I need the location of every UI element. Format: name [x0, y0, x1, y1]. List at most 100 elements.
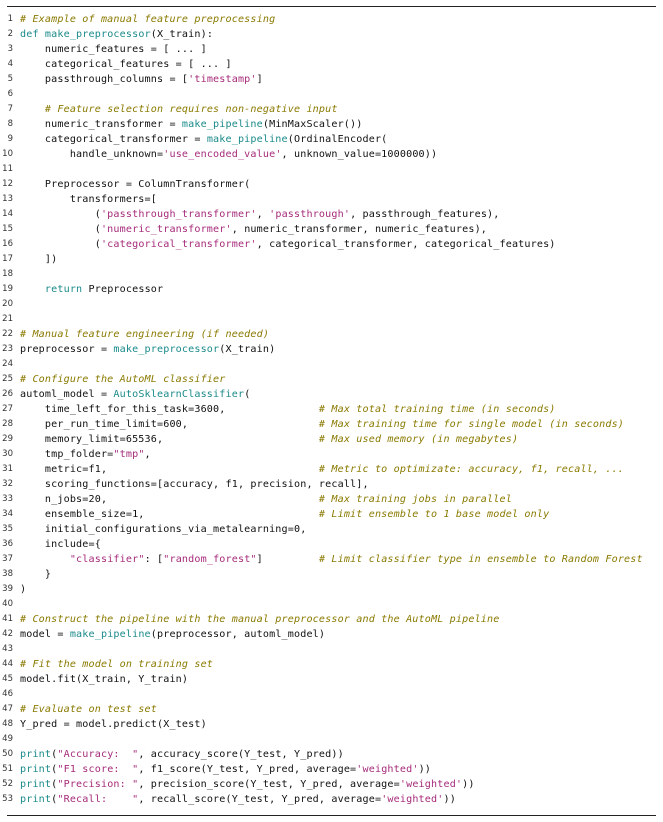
code-text: ('passthrough_transformer', 'passthrough… — [20, 207, 500, 222]
code-text: ('categorical_transformer', categorical_… — [20, 237, 556, 252]
code-token-plain: , numeric_transformer, numeric_features)… — [231, 224, 488, 235]
line-number: 49 — [2, 734, 13, 744]
code-token-plain: Y_pred = model.predict(X_test) — [20, 719, 207, 730]
line-number: 9 — [7, 134, 13, 144]
code-token-func: make_preprocessor — [44, 29, 151, 40]
line-number: 27 — [2, 404, 13, 414]
line-number: 30 — [2, 449, 13, 459]
code-token-comment: # Fit the model on training set — [20, 659, 214, 670]
line-number: 41 — [2, 614, 13, 624]
code-line: 12 Preprocessor = ColumnTransformer( — [0, 177, 663, 192]
code-token-plain: ] — [256, 74, 263, 85]
code-token-plain: numeric_transformer = — [20, 119, 182, 130]
code-text: tmp_folder="tmp", — [20, 447, 151, 462]
code-token-plain: (X_train) — [219, 344, 276, 355]
code-text: numeric_features = [ ... ] — [20, 42, 207, 57]
line-number: 31 — [2, 464, 13, 474]
code-token-plain: scoring_functions=[accuracy, f1, precisi… — [20, 479, 369, 490]
code-token-plain: tmp_folder= — [20, 449, 114, 460]
code-text: memory_limit=65536, # Max used memory (i… — [20, 432, 518, 447]
line-number: 14 — [2, 209, 13, 219]
line-number: 48 — [2, 719, 13, 729]
code-token-plain: , recall_score(Y_test, Y_pred, average= — [138, 794, 382, 805]
code-token-plain: initial_configurations_via_metalearning=… — [20, 524, 307, 535]
code-token-plain: transformers=[ — [20, 194, 157, 205]
code-text: ('numeric_transformer', numeric_transfor… — [20, 222, 487, 237]
code-line: 20 — [0, 297, 663, 312]
code-token-plain — [20, 554, 70, 565]
code-token-plain: ( — [20, 224, 101, 235]
code-token-plain: categorical_transformer = — [20, 134, 207, 145]
code-line: 4 categorical_features = [ ... ] — [0, 57, 663, 72]
line-number: 5 — [7, 74, 13, 84]
line-number: 29 — [2, 434, 13, 444]
code-line: 19 return Preprocessor — [0, 282, 663, 297]
code-token-comment: # Manual feature engineering (if needed) — [20, 329, 270, 340]
code-token-plain: , — [144, 449, 151, 460]
line-number: 6 — [7, 89, 13, 99]
code-line: 28 per_run_time_limit=600, # Max trainin… — [0, 417, 663, 432]
line-number: 44 — [2, 659, 13, 669]
code-line: 30 tmp_folder="tmp", — [0, 447, 663, 462]
code-text: # Fit the model on training set — [20, 657, 213, 672]
code-token-plain — [20, 104, 45, 115]
code-text: # Manual feature engineering (if needed) — [20, 327, 269, 342]
code-line: 39) — [0, 582, 663, 597]
code-token-comment: # Max total training time (in seconds) — [318, 404, 556, 415]
code-token-plain: (MinMaxScaler()) — [262, 119, 363, 130]
code-token-string: "F1 score: " — [57, 764, 139, 775]
line-number: 42 — [2, 629, 13, 639]
code-text: initial_configurations_via_metalearning=… — [20, 522, 306, 537]
code-text: transformers=[ — [20, 192, 157, 207]
line-number: 45 — [2, 674, 13, 684]
code-text: ensemble_size=1, # Limit ensemble to 1 b… — [20, 507, 549, 522]
line-number: 17 — [2, 254, 13, 264]
code-text: print("Precision: ", precision_score(Y_t… — [20, 777, 475, 792]
code-token-plain: ( — [51, 779, 58, 790]
line-number: 15 — [2, 224, 13, 234]
code-line: 47# Evaluate on test set — [0, 702, 663, 717]
line-number: 40 — [2, 599, 13, 609]
code-token-plain: (OrdinalEncoder( — [287, 134, 388, 145]
code-line: 31 metric=f1, # Metric to optimizate: ac… — [0, 462, 663, 477]
code-token-string: 'passthrough_transformer' — [100, 209, 257, 220]
code-token-comment: # Limit ensemble to 1 base model only — [318, 509, 550, 520]
code-token-comment: # Limit classifier type in ensemble to R… — [318, 554, 643, 565]
code-line: 41# Construct the pipeline with the manu… — [0, 612, 663, 627]
code-text: print("Recall: ", recall_score(Y_test, Y… — [20, 792, 456, 807]
code-text: automl_model = AutoSklearnClassifier( — [20, 387, 250, 402]
code-token-plain: )) — [418, 764, 432, 775]
code-line: 8 numeric_transformer = make_pipeline(Mi… — [0, 117, 663, 132]
code-token-string: 'passthrough' — [269, 209, 351, 220]
code-line: 49 — [0, 732, 663, 747]
code-text: "classifier": ["random_forest"] # Limit … — [20, 552, 643, 567]
line-number: 22 — [2, 329, 13, 339]
code-text: # Configure the AutoML classifier — [20, 372, 226, 387]
code-token-comment: # Max training jobs in parallel — [318, 494, 512, 505]
code-line: 35 initial_configurations_via_metalearni… — [0, 522, 663, 537]
line-number: 11 — [2, 164, 13, 174]
code-line: 40 — [0, 597, 663, 612]
code-token-string: 'weighted' — [356, 764, 419, 775]
code-token-plain: preprocessor = — [20, 344, 114, 355]
code-token-plain: passthrough_columns = [ — [20, 74, 189, 85]
code-token-string: 'weighted' — [399, 779, 463, 790]
code-token-plain: ensemble_size=1, — [20, 509, 319, 520]
code-token-builtin: print — [20, 794, 52, 805]
code-token-keyword: def — [20, 29, 45, 40]
code-line: 9 categorical_transformer = make_pipelin… — [0, 132, 663, 147]
line-number: 32 — [2, 479, 13, 489]
code-text: # Feature selection requires non-negativ… — [20, 102, 338, 117]
code-token-plain: Preprocessor — [82, 284, 164, 295]
code-text: ]) — [20, 252, 57, 267]
line-number: 8 — [7, 119, 13, 129]
code-token-string: 'categorical_transformer' — [100, 239, 257, 250]
code-token-plain: automl_model = — [20, 389, 114, 400]
code-text: categorical_features = [ ... ] — [20, 57, 232, 72]
code-line: 38 } — [0, 567, 663, 582]
code-token-plain: memory_limit=65536, — [20, 434, 319, 445]
code-line: 46 — [0, 687, 663, 702]
